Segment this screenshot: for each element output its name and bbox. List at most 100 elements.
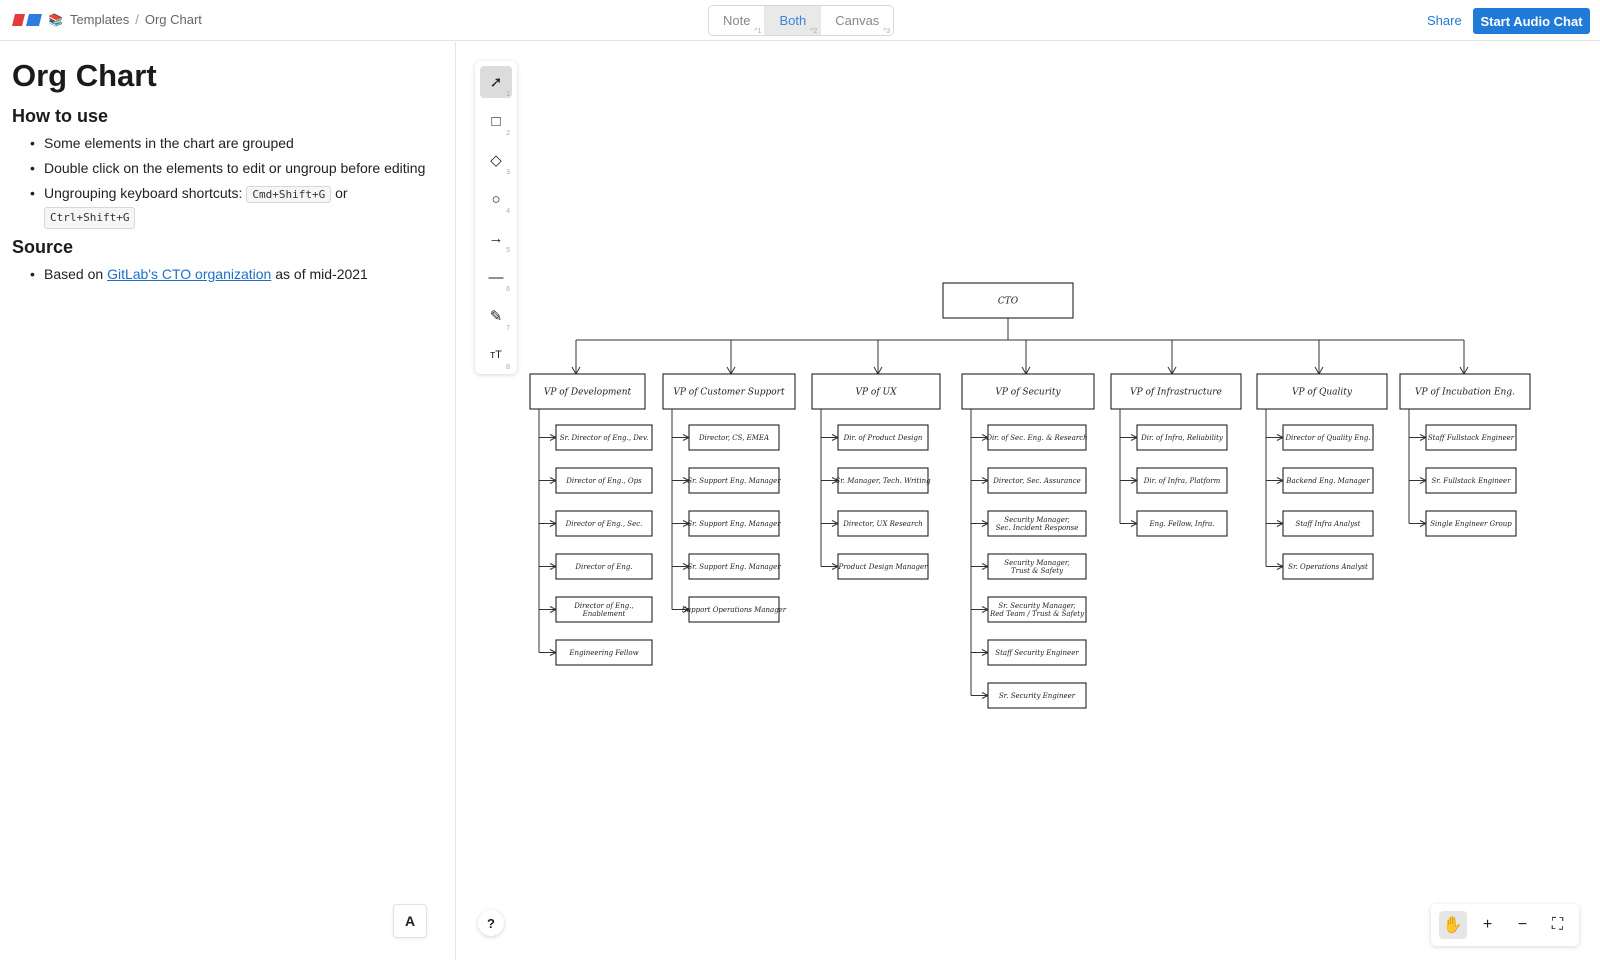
org-node-box-report[interactable] — [1282, 424, 1374, 451]
hand-button[interactable]: ✋ — [1438, 911, 1467, 939]
tool-shortcut-number: 6 — [506, 286, 510, 293]
org-node-box-vp[interactable] — [1110, 373, 1242, 410]
node-label: Eng. Fellow, Infra. — [1148, 520, 1214, 528]
org-node-box-report[interactable] — [837, 510, 929, 537]
breadcrumb-root[interactable]: Templates — [69, 12, 130, 27]
org-node-box-vp[interactable] — [529, 373, 646, 410]
org-node-box-report[interactable] — [1282, 510, 1374, 537]
node-label: Director of Eng., Ops — [565, 477, 642, 485]
mode-canvas-button[interactable]: Canvas ^3 — [821, 6, 894, 35]
org-node-box-report[interactable] — [1425, 467, 1517, 494]
view-mode-switch: Note ^1 Both ^2 Canvas ^3 — [708, 5, 895, 36]
node-label: Sr. Director of Eng., Dev. — [560, 434, 649, 442]
org-node-box-report[interactable] — [555, 510, 653, 537]
org-node-box-report[interactable] — [987, 596, 1087, 623]
node-label: Staff Infra Analyst — [1296, 520, 1361, 528]
org-node-box-report[interactable] — [1425, 424, 1517, 451]
font-style-button[interactable]: A — [393, 904, 427, 938]
rectangle-icon: □ — [491, 112, 501, 130]
tool-arrow[interactable]: →5 — [480, 222, 512, 255]
help-button[interactable]: ? — [478, 910, 504, 936]
org-node-box-vp[interactable] — [961, 373, 1095, 410]
node-label: Sr. Security Manager,Red Team / Trust & … — [989, 602, 1085, 618]
org-node-box-report[interactable] — [1136, 510, 1228, 537]
text-icon: ᴛT — [490, 349, 502, 361]
node-label: VP of Incubation Eng. — [1415, 388, 1515, 398]
start-audio-chat-button[interactable]: Start Audio Chat — [1473, 8, 1590, 34]
org-node-box-report[interactable] — [987, 682, 1087, 709]
org-node-box-report[interactable] — [688, 424, 780, 451]
org-node-box-report[interactable] — [555, 639, 653, 666]
org-node-box-report[interactable] — [1136, 424, 1228, 451]
org-node-box-report[interactable] — [555, 424, 653, 451]
org-node-box-report[interactable] — [837, 424, 929, 451]
node-label: Support Operations Manager — [682, 606, 787, 614]
org-node-box-vp[interactable] — [662, 373, 796, 410]
books-icon: 📚 — [48, 12, 63, 27]
share-button[interactable]: Share — [1427, 13, 1462, 28]
org-node-box-report[interactable] — [688, 467, 780, 494]
org-node-box-vp[interactable] — [1256, 373, 1388, 410]
org-node-box-report[interactable] — [987, 639, 1087, 666]
bullet-text: or — [335, 185, 348, 201]
mode-canvas-shortcut: ^3 — [883, 28, 891, 35]
org-node-box-report[interactable] — [1425, 510, 1517, 537]
mode-note-button[interactable]: Note ^1 — [709, 6, 766, 35]
tool-shortcut-number: 4 — [506, 208, 510, 215]
node-label: Sr. Security Engineer — [999, 692, 1076, 700]
org-node-box-report[interactable] — [1136, 467, 1228, 494]
tool-circle[interactable]: ○4 — [480, 183, 512, 216]
node-label: Single Engineer Group — [1430, 520, 1512, 528]
org-node-box-report[interactable] — [1282, 553, 1374, 580]
org-node-box-root[interactable] — [942, 282, 1074, 319]
node-label: Dir. of Infra, Reliability — [1140, 434, 1224, 442]
circle-icon: ○ — [491, 190, 501, 208]
org-node-box-report[interactable] — [837, 467, 929, 494]
org-node-box-report[interactable] — [688, 510, 780, 537]
node-label: Sr. Operations Analyst — [1288, 563, 1368, 571]
org-node-box-report[interactable] — [837, 553, 929, 580]
tool-pencil[interactable]: ✎7 — [480, 300, 512, 332]
source-link[interactable]: GitLab's CTO organization — [107, 266, 272, 282]
fit-screen-button[interactable]: ⛶ — [1544, 911, 1572, 939]
org-node-box-report[interactable] — [688, 596, 780, 623]
list-item: Some elements in the chart are grouped — [22, 134, 443, 152]
tool-shortcut-number: 2 — [506, 130, 510, 137]
node-label: VP of Development — [544, 388, 632, 398]
tool-rectangle[interactable]: □2 — [480, 105, 512, 138]
org-node-box-report[interactable] — [987, 424, 1087, 451]
tool-diamond[interactable]: ◇3 — [480, 144, 512, 176]
org-node-box-report[interactable] — [987, 553, 1087, 580]
bullet-text: Some elements in the chart are grouped — [44, 135, 294, 151]
org-node-box-report[interactable] — [555, 596, 653, 623]
org-node-box-report[interactable] — [1282, 467, 1374, 494]
node-label: Security Manager,Sec. Incident Response — [996, 516, 1079, 532]
org-node-box-report[interactable] — [555, 553, 653, 580]
node-label: Director of Eng. — [574, 563, 632, 571]
node-label: Sr. Support Eng. Manager — [687, 563, 781, 571]
tool-cursor[interactable]: ➚1 — [480, 66, 512, 98]
org-node-box-report[interactable] — [987, 467, 1087, 494]
node-label: Director, UX Research — [842, 520, 923, 528]
breadcrumb: 📚 Templates / Org Chart — [48, 12, 202, 27]
org-node-box-report[interactable] — [688, 553, 780, 580]
app-logo-icon[interactable] — [12, 14, 42, 26]
node-label: Engineering Fellow — [568, 649, 638, 657]
list-item: Double click on the elements to edit or … — [22, 159, 443, 177]
tool-line[interactable]: —6 — [480, 261, 512, 294]
hand-icon: ✋ — [1442, 917, 1463, 934]
zoom-out-button[interactable]: − — [1509, 911, 1537, 939]
node-label: Staff Security Engineer — [995, 649, 1079, 657]
mode-both-button[interactable]: Both ^2 — [765, 6, 822, 35]
org-node-box-vp[interactable] — [811, 373, 941, 410]
how-to-use-list: Some elements in the chart are grouped D… — [12, 134, 443, 229]
source-heading: Source — [12, 237, 74, 257]
org-node-box-report[interactable] — [555, 467, 653, 494]
org-node-box-report[interactable] — [987, 510, 1087, 537]
org-node-box-vp[interactable] — [1399, 373, 1531, 410]
breadcrumb-separator: / — [135, 12, 139, 27]
zoom-in-button[interactable]: + — [1474, 911, 1502, 939]
